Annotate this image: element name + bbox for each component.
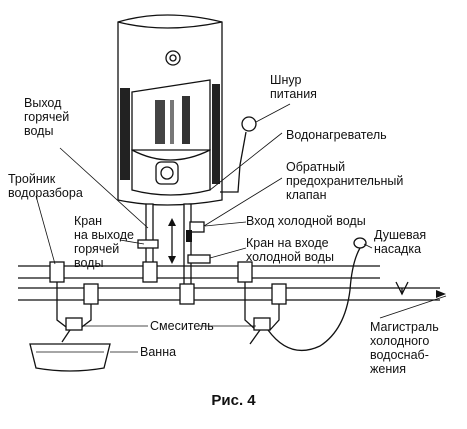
hot-outlet-tap-handle [137,239,159,249]
label-main-line: Магистраль холодного водоснаб- жения [370,320,439,376]
tee-cold-middle [179,283,195,305]
tee-hot-left [49,261,65,283]
power-plug [241,116,257,132]
check-valve-body [189,221,205,233]
cold-water-line [18,287,440,301]
tee-cold-right [271,283,287,305]
figure-caption: Рис. 4 [211,392,256,409]
hot-water-line [18,265,380,279]
label-hot-outlet: Выход горячей воды [24,96,70,138]
bath-tub [29,343,111,372]
label-hot-outlet-tap: Кран на выходе горячей воды [74,214,134,270]
label-check-valve: Обратный предохранительный клапан [286,160,404,202]
label-shower-head: Душевая насадка [374,228,427,256]
water-heater-tank [117,14,223,206]
main-line-arrow-icon [436,290,446,298]
label-mixer: Смеситель [150,319,214,333]
label-power-cord: Шнур питания [270,73,317,101]
tee-hot-middle [142,261,158,283]
label-tee: Тройник водоразбора [8,172,83,200]
shower-hose [267,247,361,352]
tee-hot-right [237,261,253,283]
tee-cold-left [83,283,99,305]
label-cold-inlet-tap: Кран на входе холодной воды [246,236,334,264]
shower-mixer [244,282,280,345]
label-bath: Ванна [140,345,177,359]
power-cord [220,131,247,193]
label-water-heater: Водонагреватель [286,128,387,142]
cold-inlet-tap-handle [187,254,211,264]
bath-mixer [56,282,92,343]
label-cold-inlet: Вход холодной воды [246,214,366,228]
cold-inlet-pipe [183,203,192,295]
shower-head-icon [353,237,367,249]
